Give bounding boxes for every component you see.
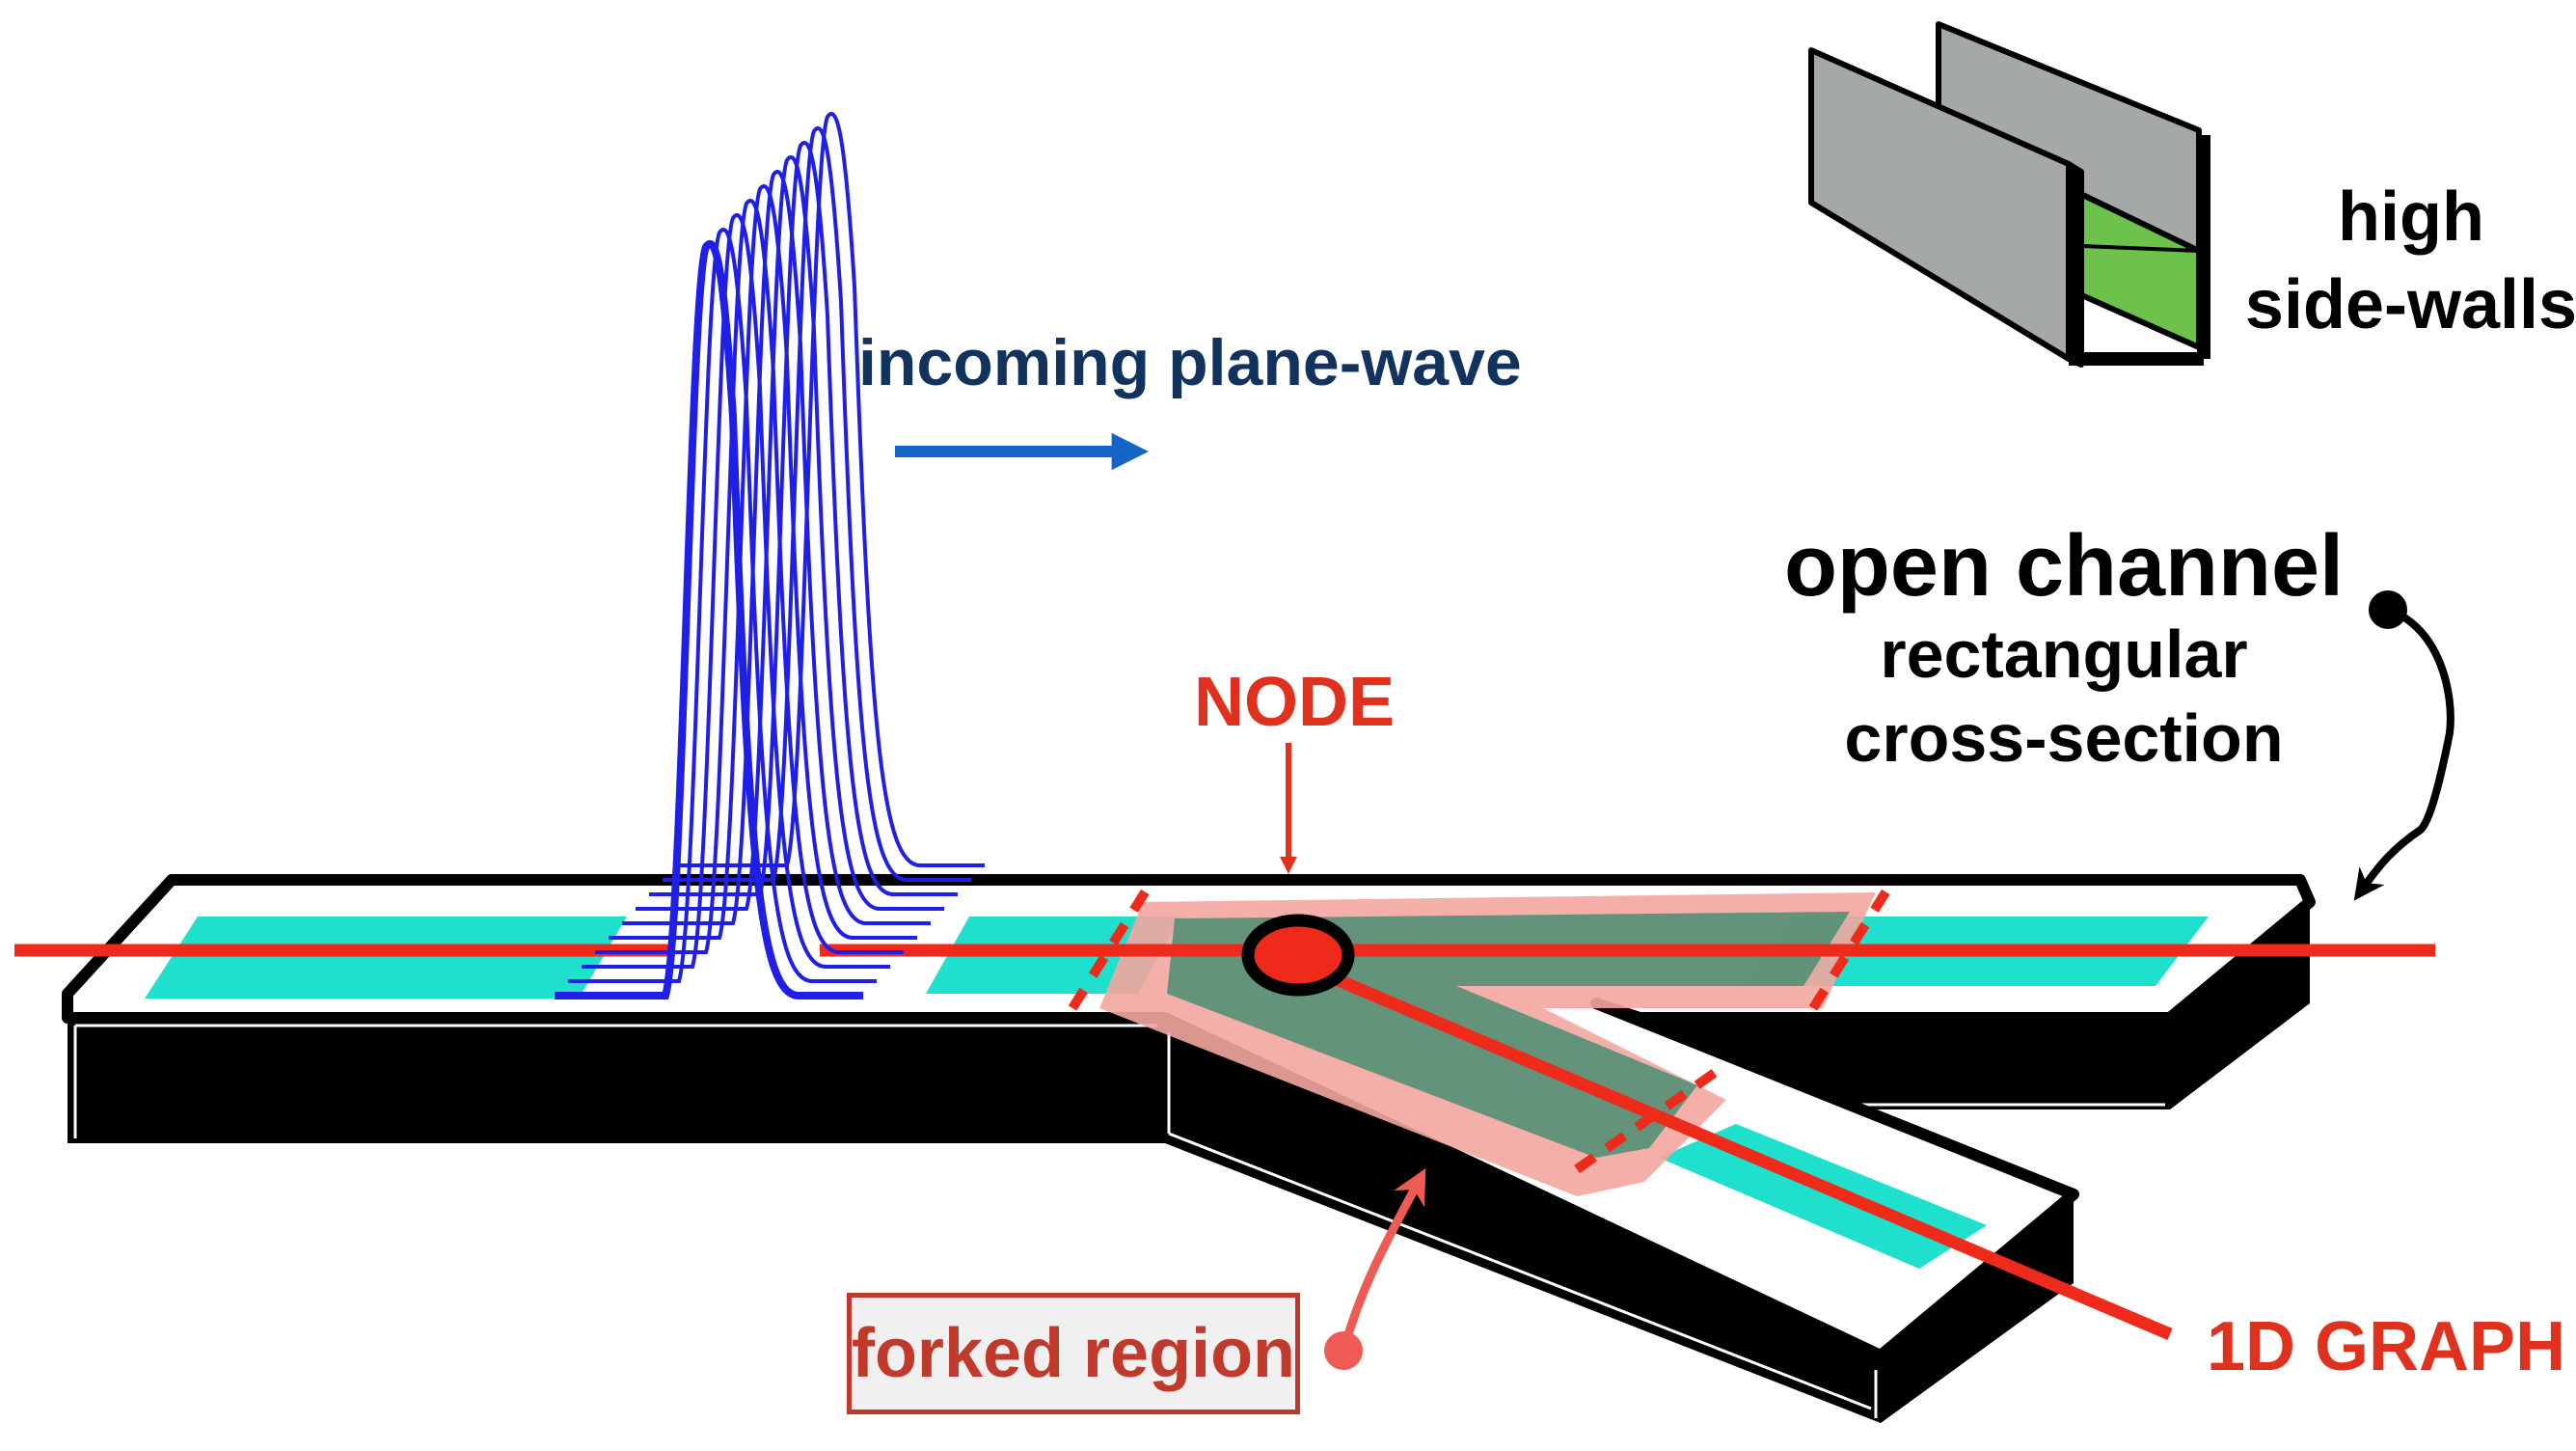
- marker-left: [1068, 889, 1150, 1011]
- u-channel-icon: [1808, 21, 2210, 368]
- boundary-markers: [1068, 889, 1890, 1174]
- forked-region-label-box: forked region: [847, 1293, 1300, 1414]
- incoming-wave-label: incoming plane-wave: [858, 326, 1522, 399]
- wave-profile: [622, 169, 931, 925]
- water-strip-branch: [1659, 1124, 1987, 1269]
- wave-profile: [663, 125, 971, 882]
- open-channel-sub1: rectangular: [1880, 616, 2248, 692]
- wave-profile: [676, 111, 985, 867]
- wave-profile: [649, 140, 958, 896]
- front-wall-edge: [2066, 161, 2084, 368]
- open-channel-caption: open channel rectangular cross-section: [1736, 521, 2392, 781]
- incoming-wave-profiles: [555, 111, 985, 999]
- graph-lines: [14, 944, 2435, 1340]
- marker-branch: [1574, 1069, 1718, 1174]
- channel-pointer-curved-arrow-icon: [2353, 590, 2454, 901]
- side-walls-line1: high: [2338, 178, 2484, 256]
- wave-profile: [582, 212, 890, 969]
- open-channel-sub2: cross-section: [1844, 700, 2284, 776]
- forked-region-label: forked region: [851, 1315, 1296, 1392]
- wave-profile: [595, 198, 904, 954]
- side-walls-line2: side-walls: [2244, 266, 2576, 344]
- node-label: NODE: [1194, 664, 1396, 741]
- wave-profile: [636, 154, 944, 911]
- side-walls-label: high side-walls: [2237, 174, 2576, 350]
- graph-node: [1241, 914, 1355, 997]
- marker-right: [1808, 889, 1890, 1011]
- graph-label: 1D GRAPH: [2207, 1308, 2566, 1385]
- wave-profile: [609, 183, 917, 940]
- wave-profile: [555, 239, 863, 999]
- open-channel-title: open channel: [1783, 518, 2345, 615]
- fork-pointer-curved-arrow-icon: [1324, 1168, 1426, 1370]
- wave-profile: [568, 227, 877, 983]
- water-strip-left: [145, 917, 627, 999]
- graph-edge-branch: [1299, 959, 2173, 1340]
